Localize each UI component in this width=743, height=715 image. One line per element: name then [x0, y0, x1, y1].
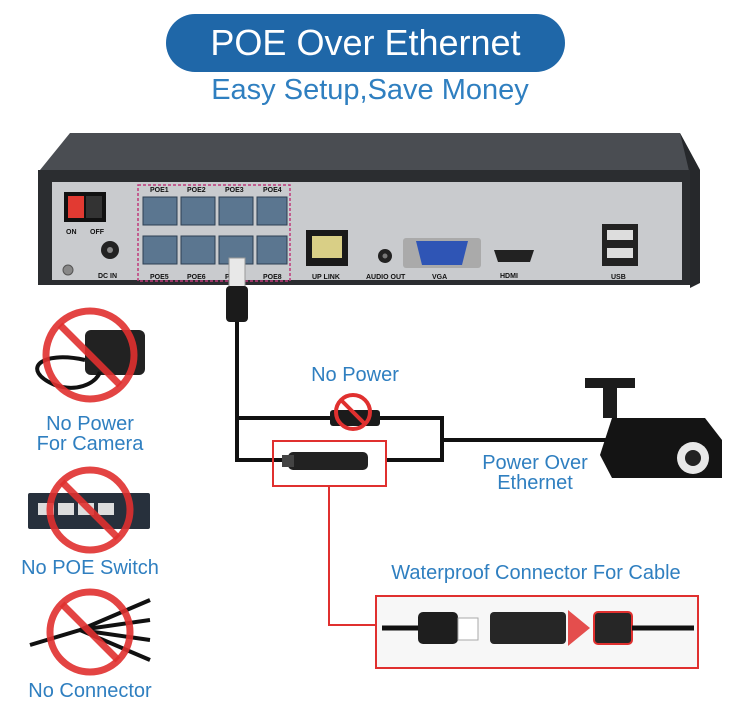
nvr-device: ON OFF DC IN POE1 POE2 POE3 POE4 POE5 PO… [38, 133, 700, 288]
camera-side-connector [593, 611, 633, 645]
splitter-cable-icon [29, 598, 151, 662]
left-icon-switch [28, 466, 150, 554]
power-switch-on [68, 196, 84, 218]
zoom-lead-line [328, 486, 376, 626]
poe1-label: POE1 [150, 187, 169, 194]
switch-off-label: OFF [90, 229, 105, 236]
hdmi-port[interactable] [494, 250, 534, 262]
prohibited-slash [339, 398, 367, 426]
left-icon-adapter [35, 307, 145, 403]
no-power-camera-line1: No Power [46, 413, 134, 435]
poe6-label: POE6 [187, 274, 206, 281]
poe4-label: POE4 [263, 187, 282, 194]
poe-port-8[interactable] [256, 235, 288, 265]
seal-ring [457, 617, 479, 641]
poe-port-4[interactable] [256, 196, 288, 226]
prohibited-icon-2 [46, 466, 134, 554]
waterproof-connector-large [382, 610, 694, 646]
rj45-head [228, 257, 246, 289]
left-icon-splitter [29, 588, 151, 676]
camera-mount-plate [585, 378, 635, 388]
poe2-label: POE2 [187, 187, 206, 194]
power-switch-off [86, 196, 102, 218]
vga-port[interactable] [416, 241, 468, 265]
prohibited-icon [334, 393, 372, 431]
no-power-connector [330, 393, 380, 431]
page-title: POE Over Ethernet [210, 22, 521, 63]
prohibited-slash-3 [59, 601, 121, 663]
camera-mount-arm [603, 386, 617, 418]
page-subtitle: Easy Setup,Save Money [211, 74, 529, 106]
vga-label: VGA [432, 274, 447, 281]
poe-port-group [137, 184, 291, 282]
dc-in-label: DC IN [98, 273, 117, 280]
poe-port-1[interactable] [142, 196, 178, 226]
waterproof-connector-small [288, 452, 368, 470]
usb-slot-2 [607, 248, 633, 258]
ground-screw [62, 264, 74, 276]
camera-lens [685, 450, 701, 466]
usb-label: USB [611, 274, 626, 281]
switch-port-4 [98, 503, 114, 515]
poe-port-3[interactable] [218, 196, 254, 226]
poe3-label: POE3 [225, 187, 244, 194]
no-power-camera-line2: For Camera [36, 433, 144, 455]
rj45-plug [226, 257, 248, 322]
cable-from-nvr [235, 322, 285, 462]
audio-out-hole [382, 253, 388, 259]
title-pill [166, 14, 565, 72]
audio-out-label: AUDIO OUT [366, 274, 406, 281]
no-poe-switch-label: No POE Switch [21, 557, 159, 579]
bullet-camera [585, 378, 722, 478]
join-arrow [568, 610, 590, 646]
power-over-label: Power Over [482, 452, 588, 474]
adapter-cable [35, 355, 102, 390]
poe-port-6[interactable] [180, 235, 216, 265]
no-connector-label: No Connector [28, 680, 152, 702]
ethernet-label: Ethernet [497, 472, 573, 494]
connector-body [490, 612, 566, 644]
nvr-top-face [40, 133, 700, 170]
switch-on-label: ON [66, 229, 77, 236]
poe-ports [142, 196, 288, 265]
prohibited-slash-2 [59, 479, 121, 541]
connector-nut [418, 612, 458, 644]
rj45-boot [226, 286, 248, 322]
waterproof-label: Waterproof Connector For Cable [391, 562, 681, 584]
switch-port-2 [58, 503, 74, 515]
poe-port-2[interactable] [180, 196, 216, 226]
dc-in-pin [107, 247, 113, 253]
no-power-label: No Power [311, 364, 399, 386]
prohibited-slash-1 [57, 322, 123, 388]
poe-port-5[interactable] [142, 235, 178, 265]
uplink-port-inner [312, 236, 342, 258]
poe8-label: POE8 [263, 274, 282, 281]
prohibited-icon-3 [46, 588, 134, 676]
usb-slot-1 [607, 230, 633, 240]
prohibited-icon-1 [42, 307, 138, 403]
poe5-label: POE5 [150, 274, 169, 281]
hdmi-label: HDMI [500, 273, 518, 280]
uplink-label: UP LINK [312, 274, 340, 281]
cable-top-loop-right [380, 416, 444, 462]
waterproof-connector-cap [282, 455, 294, 467]
